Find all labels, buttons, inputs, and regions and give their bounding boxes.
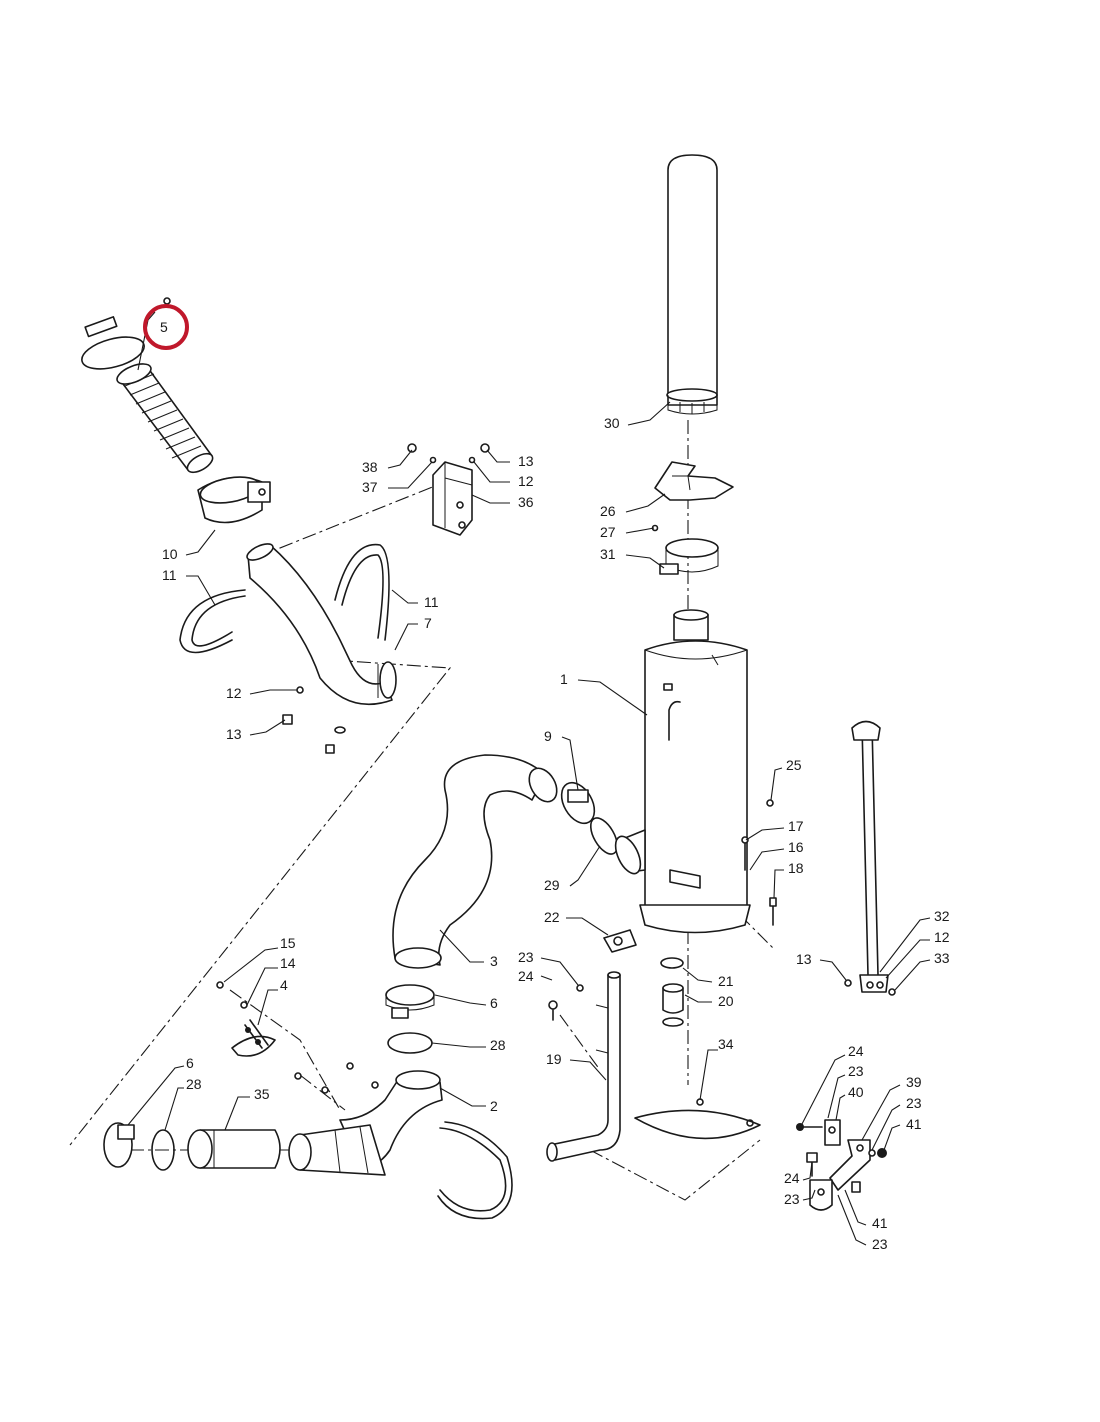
clamp-10 [197, 476, 271, 524]
clamp-6-lower [103, 1122, 135, 1168]
flex-hose-5 [81, 297, 214, 474]
callout-25: 25 [786, 757, 802, 773]
callout-20: 20 [718, 993, 734, 1009]
lower-tab [809, 1179, 861, 1211]
muffler-inlet [614, 829, 646, 875]
callout-13b: 13 [226, 726, 242, 742]
callout-24a: 24 [518, 968, 534, 984]
clamp-31 [659, 538, 719, 575]
muffler-1 [639, 609, 751, 934]
elbow-pipe-7 [246, 543, 397, 706]
callout-24b: 24 [848, 1043, 864, 1059]
bracket-40 [824, 1119, 841, 1146]
callout-28a: 28 [490, 1037, 506, 1053]
flap-4 [231, 1019, 276, 1057]
callout-26: 26 [600, 503, 616, 519]
callout-22: 22 [544, 909, 560, 925]
u-bolt-11 [179, 543, 390, 654]
callout-23e: 23 [872, 1236, 888, 1252]
bolts-lower-right [796, 1123, 887, 1177]
callout-2: 2 [490, 1098, 498, 1114]
callout-1: 1 [560, 671, 568, 687]
callout-24c: 24 [784, 1170, 800, 1186]
callout-12b: 12 [226, 685, 242, 701]
callout-33: 33 [934, 950, 950, 966]
callout-41a: 41 [906, 1116, 922, 1132]
callout-9: 9 [544, 728, 552, 744]
deflector-26 [654, 461, 734, 501]
callout-4: 4 [280, 977, 288, 993]
lower-cable [437, 1121, 513, 1220]
callout-35: 35 [254, 1086, 270, 1102]
highlight-ring [143, 304, 189, 350]
callout-17: 17 [788, 818, 804, 834]
callout-36: 36 [518, 494, 534, 510]
gasket-28-upper [387, 1032, 433, 1054]
lower-elbow [288, 1124, 386, 1176]
callout-29: 29 [544, 877, 560, 893]
callout-18: 18 [788, 860, 804, 876]
callout-13a: 13 [518, 453, 534, 469]
callout-28b: 28 [186, 1076, 202, 1092]
bracket-36 [407, 443, 490, 536]
callout-27: 27 [600, 524, 616, 540]
callout-10: 10 [162, 546, 178, 562]
callout-31: 31 [600, 546, 616, 562]
washer-bottom [662, 1017, 684, 1027]
callout-32: 32 [934, 908, 950, 924]
support-rod-32 [851, 720, 889, 993]
callout-11b: 11 [424, 594, 439, 610]
clamp-9 [560, 781, 596, 825]
fasteners [216, 524, 896, 1094]
callout-15: 15 [280, 935, 296, 951]
clamp-6-upper [385, 984, 435, 1019]
callout-40: 40 [848, 1084, 864, 1100]
bushing-20 [662, 983, 684, 1014]
callout-21: 21 [718, 973, 734, 989]
callout-6a: 6 [490, 995, 498, 1011]
callout-12a: 12 [518, 473, 534, 489]
callout-6b: 6 [186, 1055, 194, 1071]
callout-labels: 5 30 26 27 31 1 25 17 16 18 38 37 13 12 … [160, 319, 950, 1252]
washer-21 [660, 957, 684, 969]
callout-5: 5 [160, 319, 168, 335]
pipe-35 [187, 1129, 281, 1169]
s-pipe-3 [392, 754, 558, 969]
callout-37: 37 [362, 479, 378, 495]
callout-7: 7 [424, 615, 432, 631]
mount-22 [603, 929, 637, 953]
bracket-39 [829, 1139, 871, 1191]
callout-39: 39 [906, 1074, 922, 1090]
callout-12c: 12 [934, 929, 950, 945]
base-plate-34 [634, 1098, 761, 1140]
callout-23a: 23 [518, 949, 534, 965]
callout-14: 14 [280, 955, 296, 971]
callout-23d: 23 [784, 1191, 800, 1207]
tail-pipe-30 [666, 154, 718, 415]
callout-11a: 11 [162, 567, 177, 583]
callout-34: 34 [718, 1036, 734, 1052]
leader-lines [127, 311, 931, 1246]
callout-19: 19 [546, 1051, 562, 1067]
callout-23c: 23 [906, 1095, 922, 1111]
callout-30: 30 [604, 415, 620, 431]
gasket-29 [589, 817, 619, 855]
callout-23b: 23 [848, 1063, 864, 1079]
callout-41b: 41 [872, 1215, 888, 1231]
support-tube-19 [546, 971, 621, 1162]
callout-16: 16 [788, 839, 804, 855]
callout-3: 3 [490, 953, 498, 969]
gasket-28-lower [151, 1129, 175, 1171]
callout-38: 38 [362, 459, 378, 475]
callout-13c: 13 [796, 951, 812, 967]
